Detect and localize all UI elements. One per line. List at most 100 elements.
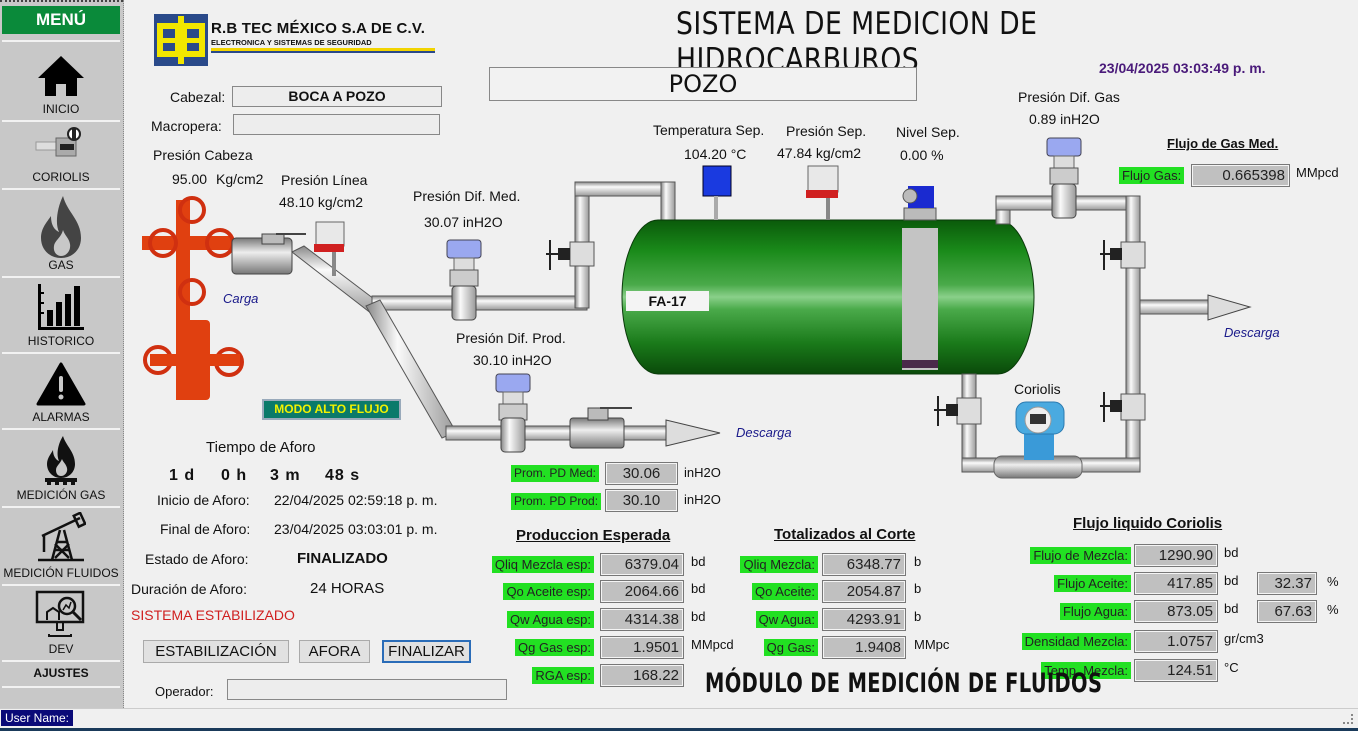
coriolis-row-pct-unit: % [1327, 602, 1339, 617]
sidebar-top-border [0, 0, 123, 4]
tot-row-unit: MMpc [914, 637, 950, 652]
current-datetime: 23/04/2025 03:03:49 p. m. [1099, 60, 1266, 76]
coriolis-row-value: 1.0757 [1134, 630, 1218, 653]
gas-flow-unit: MMpcd [1296, 165, 1339, 180]
resize-grip[interactable] [1343, 714, 1353, 724]
sidebar-item-label: HISTORICO [27, 334, 95, 348]
coriolis-row-value: 417.85 [1134, 572, 1218, 595]
duracion-aforo-value: 24 HORAS [310, 580, 385, 597]
company-underline [211, 48, 435, 51]
flame-icon [41, 196, 81, 258]
finalizar-button[interactable]: FINALIZAR [382, 640, 471, 663]
sidebar-item-label: DEV [48, 642, 74, 656]
cabezal-field: BOCA A POZO [232, 86, 442, 107]
coriolis-row-pct: 67.63 [1257, 600, 1317, 623]
sidebar-item-dev[interactable]: DEV [2, 584, 120, 660]
final-aforo-value: 23/04/2025 03:03:01 p. m. [274, 521, 438, 537]
coriolis-meter-icon [35, 127, 81, 157]
sidebar-item-label: MEDICIÓN FLUIDOS [3, 566, 119, 580]
pumpjack-icon [38, 512, 86, 562]
sidebar-item-label: MEDICIÓN GAS [16, 488, 106, 502]
inicio-aforo-label: Inicio de Aforo: [157, 492, 250, 508]
tot-row-unit: b [914, 554, 922, 569]
presion-dif-gas-value: 0.89 inH2O [1029, 111, 1100, 127]
company-subtitle: ELECTRONICA Y SISTEMAS DE SEGURIDAD [211, 38, 372, 47]
coriolis-row-label: Densidad Mezcla: [1021, 633, 1131, 650]
menu-title: MENÚ [2, 6, 120, 34]
system-status: SISTEMA ESTABILIZADO [131, 607, 295, 623]
presion-dif-gas-label: Presión Dif. Gas [1018, 89, 1120, 105]
estabilizacion-button[interactable]: ESTABILIZACIÓN [143, 640, 289, 663]
tot-row-value: 1.9408 [822, 636, 906, 659]
coriolis-title: Flujo liquido Coriolis [1073, 515, 1223, 532]
sidebar-item-medicion-gas[interactable]: MEDICIÓN GAS [2, 428, 120, 506]
gas-flow-value: 0.665398 [1191, 164, 1290, 187]
mode-badge: MODO ALTO FLUJO [262, 399, 401, 420]
macropera-field[interactable] [233, 114, 440, 135]
sidebar-item-historico[interactable]: HISTORICO [2, 276, 120, 352]
tot-row-value: 4293.91 [822, 608, 906, 631]
tot-row-label: Qw Agua: [755, 611, 818, 628]
presion-dif-med-value: 30.07 inH2O [424, 214, 503, 230]
presion-dif-prod-value: 30.10 inH2O [473, 352, 552, 368]
prom-pd-med-value: 30.06 [605, 462, 678, 485]
sidebar-item-alarmas[interactable]: ALARMAS [2, 352, 120, 428]
gate-valve-icon [1100, 240, 1146, 270]
user-name-label: User Name: [1, 710, 74, 726]
warning-icon [36, 362, 86, 406]
prod-row-label: Qw Agua esp: [507, 611, 594, 628]
prod-row-label: Qliq Mezcla esp: [491, 556, 594, 573]
prod-row-label: RGA esp: [532, 667, 594, 684]
presion-cabeza-unit: Kg/cm2 [216, 171, 264, 187]
coriolis-row-label: Flujo de Mezcla: [1030, 547, 1131, 564]
sidebar-item-label: ALARMAS [32, 410, 90, 424]
rb-logo-icon [157, 16, 205, 64]
aforo-minutes: 3 m [270, 467, 301, 484]
tot-row-label: Qliq Mezcla: [740, 556, 818, 573]
sidebar-item-medicion-fluidos[interactable]: MEDICIÓN FLUIDOS [2, 506, 120, 584]
sidebar-item-label: INICIO [42, 102, 80, 116]
coriolis-row-unit: bd [1224, 573, 1239, 588]
aforo-seconds: 48 s [325, 467, 361, 484]
prod-row-unit: bd [691, 609, 706, 624]
coriolis-row-label: Flujo Aceite: [1054, 575, 1131, 592]
sidebar-item-label: GAS [48, 258, 74, 272]
sidebar-item-ajustes[interactable]: AJUSTES [2, 660, 120, 686]
coriolis-row-value: 124.51 [1134, 659, 1218, 682]
nivel-sep-value: 0.00 % [900, 147, 944, 163]
coriolis-label: Coriolis [1014, 381, 1061, 397]
prom-pd-med-label: Prom. PD Med: [511, 465, 600, 482]
tot-row-value: 2054.87 [822, 580, 906, 603]
presion-sep-label: Presión Sep. [786, 123, 867, 139]
tot-row-label: Qg Gas: [763, 639, 818, 656]
gate-valve-icon [934, 396, 982, 426]
prom-pd-med-unit: inH2O [684, 465, 721, 480]
afora-button[interactable]: AFORA [299, 640, 370, 663]
coriolis-row-unit: gr/cm3 [1224, 631, 1264, 646]
company-underline [211, 51, 435, 53]
prom-pd-prod-value: 30.10 [605, 489, 678, 512]
prod-row-value: 1.9501 [600, 636, 684, 659]
sidebar-item-inicio[interactable]: INICIO [2, 40, 120, 120]
dp-transmitter-med-icon [446, 239, 482, 321]
sidebar-item-coriolis[interactable]: CORIOLIS [2, 120, 120, 188]
tiempo-aforo-title: Tiempo de Aforo [206, 439, 316, 456]
coriolis-meter-icon [993, 401, 1083, 479]
dp-transmitter-gas-icon [1046, 137, 1082, 219]
sidebar-item-label: CORIOLIS [32, 170, 90, 184]
carga-label: Carga [223, 291, 259, 306]
aforo-hours: 0 h [221, 467, 248, 484]
operador-input[interactable] [227, 679, 507, 700]
module-title: MÓDULO DE MEDICIÓN DE FLUIDOS [705, 668, 1103, 699]
sidebar-item-gas[interactable]: GAS [2, 188, 120, 276]
prod-row-value: 2064.66 [600, 580, 684, 603]
prom-pd-prod-label: Prom. PD Prod: [511, 493, 602, 510]
prom-pd-prod-unit: inH2O [684, 492, 721, 507]
gate-valve-icon [546, 240, 595, 270]
gas-burner-icon [45, 436, 77, 485]
gas-flow-title: Flujo de Gas Med. [1167, 136, 1279, 151]
company-name: R.B TEC MÉXICO S.A DE C.V. [211, 20, 426, 37]
descarga-gas-label: Descarga [1224, 325, 1280, 340]
